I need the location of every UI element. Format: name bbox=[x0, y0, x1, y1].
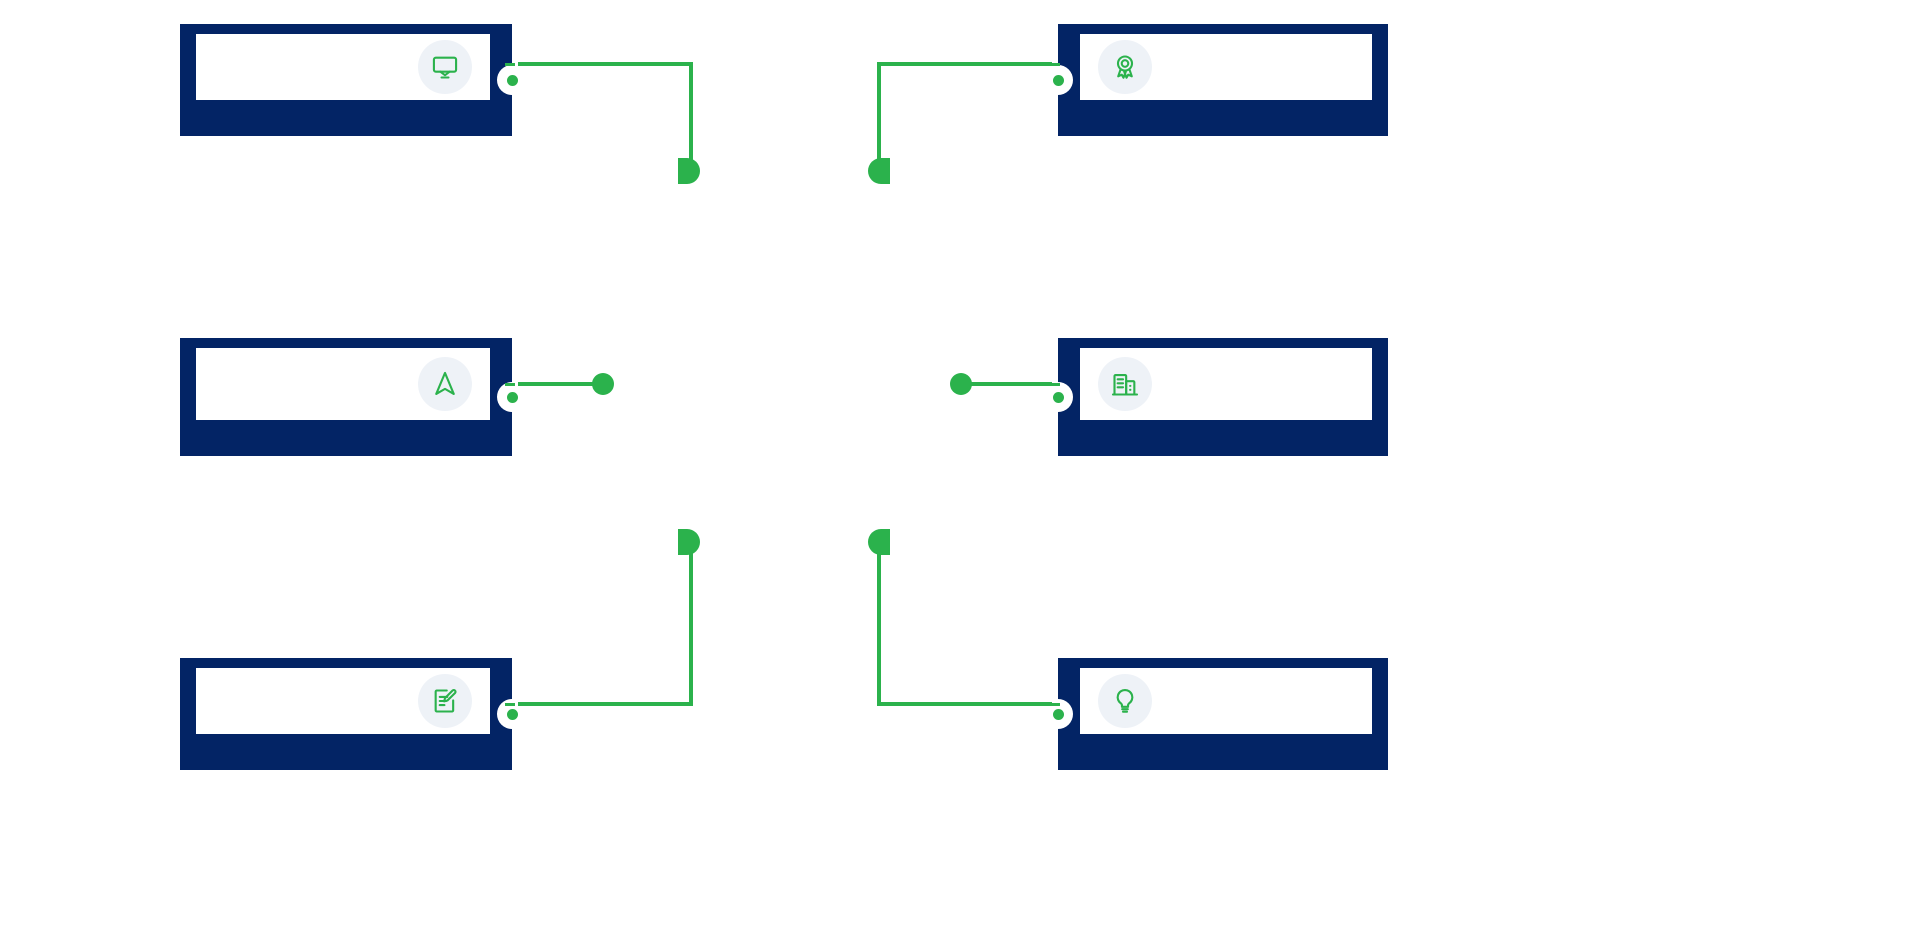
node-card-1-connector-socket[interactable] bbox=[497, 65, 527, 95]
conn-6-horizontal bbox=[877, 702, 1052, 706]
conn-5-endpoint bbox=[678, 529, 700, 555]
node-card-1-panel bbox=[196, 34, 490, 100]
lightbulb-icon bbox=[1098, 674, 1152, 728]
node-card-1[interactable] bbox=[180, 24, 527, 136]
node-card-3-panel bbox=[196, 348, 490, 420]
node-card-2[interactable] bbox=[1043, 24, 1388, 136]
conn-4-horizontal bbox=[970, 382, 1052, 386]
building-icon bbox=[1098, 357, 1152, 411]
document-edit-icon bbox=[418, 674, 472, 728]
conn-1-dash bbox=[505, 63, 515, 66]
node-card-2-panel bbox=[1080, 34, 1372, 100]
node-card-6-panel bbox=[1080, 668, 1372, 734]
navigation-arrow-icon bbox=[418, 357, 472, 411]
conn-1-vertical bbox=[689, 62, 693, 166]
conn-6-endpoint bbox=[868, 529, 890, 555]
award-badge-icon bbox=[1098, 40, 1152, 94]
node-card-5[interactable] bbox=[180, 658, 527, 770]
conn-2-vertical bbox=[877, 62, 881, 166]
conn-4-dash bbox=[1050, 383, 1060, 386]
conn-3-endpoint bbox=[592, 373, 614, 395]
conn-5-dash bbox=[505, 703, 515, 706]
node-card-3-connector-socket[interactable] bbox=[497, 382, 527, 412]
node-card-2-connector-socket[interactable] bbox=[1043, 65, 1073, 95]
conn-5-vertical bbox=[689, 540, 693, 704]
conn-6-vertical bbox=[877, 540, 881, 704]
node-card-6[interactable] bbox=[1043, 658, 1388, 770]
conn-3-horizontal bbox=[518, 382, 600, 386]
conn-1-horizontal bbox=[518, 62, 693, 66]
conn-6-dash bbox=[1050, 703, 1060, 706]
conn-4-endpoint bbox=[950, 373, 972, 395]
conn-2-horizontal bbox=[877, 62, 1052, 66]
node-card-4-connector-socket[interactable] bbox=[1043, 382, 1073, 412]
conn-5-horizontal bbox=[518, 702, 693, 706]
node-card-4[interactable] bbox=[1043, 338, 1388, 456]
conn-2-dash bbox=[1050, 63, 1060, 66]
conn-1-endpoint bbox=[678, 158, 700, 184]
conn-3-dash bbox=[505, 383, 515, 386]
conn-2-endpoint bbox=[868, 158, 890, 184]
monitor-icon bbox=[418, 40, 472, 94]
node-card-5-panel bbox=[196, 668, 490, 734]
node-card-3[interactable] bbox=[180, 338, 527, 456]
node-card-4-panel bbox=[1080, 348, 1372, 420]
